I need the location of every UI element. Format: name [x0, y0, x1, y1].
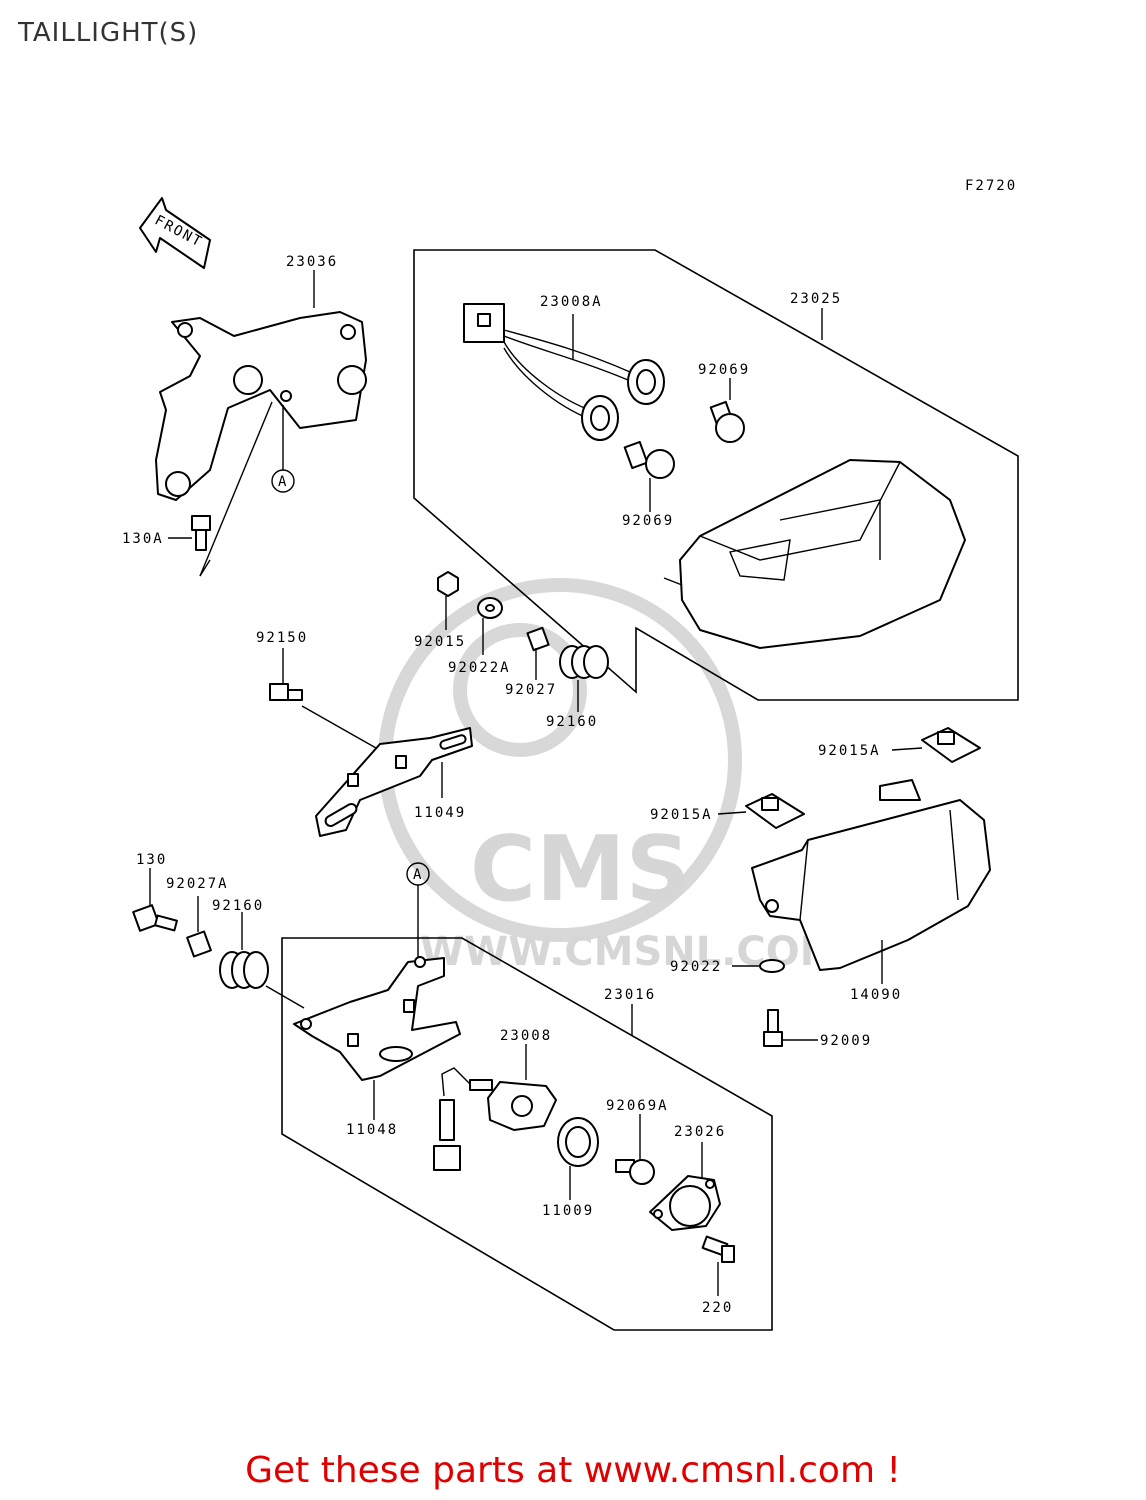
taillight-lens-23025 [663, 459, 966, 649]
figure-code: F2720 [965, 178, 1017, 194]
label-23026: 23026 [674, 1124, 726, 1140]
bracket-11049 [315, 727, 473, 837]
parts-diagram: CMS WWW.CMSNL.COM F2720 FRONT 23036 A 13… [122, 178, 1019, 1331]
label-92160-bottom: 92160 [212, 898, 264, 914]
label-14090: 14090 [850, 987, 902, 1003]
grommet-92160-bottom [219, 951, 269, 989]
label-23016: 23016 [604, 987, 656, 1003]
label-11009: 11009 [542, 1203, 594, 1219]
bolt-92150 [269, 683, 303, 701]
label-92069-top: 92069 [698, 362, 750, 378]
license-light-assembly-box [281, 937, 773, 1331]
bracket-23036 [155, 311, 367, 501]
promo-banner[interactable]: Get these parts at www.cmsnl.com ! [245, 1450, 901, 1491]
gasket-11009 [557, 1117, 599, 1167]
bulb-92069-top [709, 400, 745, 443]
grommet-92160-top [559, 645, 609, 679]
bulb-92069a [615, 1159, 655, 1185]
label-23036: 23036 [286, 254, 338, 270]
label-220: 220 [702, 1300, 733, 1316]
nut-92015 [437, 571, 459, 597]
label-23008: 23008 [500, 1028, 552, 1044]
label-23008a: 23008A [540, 294, 603, 310]
label-92027a: 92027A [166, 876, 229, 892]
taillight-assembly-box [413, 249, 1019, 701]
washer-92022 [759, 959, 785, 973]
label-92022: 92022 [670, 959, 722, 975]
collar-92027 [526, 626, 550, 652]
bolt-130a [191, 515, 211, 551]
ref-marker-top-label: A [278, 474, 288, 490]
label-23025: 23025 [790, 291, 842, 307]
label-92015a-right: 92015A [818, 743, 881, 759]
screw-92009 [763, 1009, 783, 1047]
bolt-130 [132, 904, 178, 932]
label-92015a-mid: 92015A [650, 807, 713, 823]
label-92069-bottom: 92069 [622, 513, 674, 529]
page-title: TAILLIGHT(S) [18, 18, 199, 48]
label-92069a: 92069A [606, 1098, 669, 1114]
cover-14090 [751, 779, 991, 971]
label-11049: 11049 [414, 805, 466, 821]
bulb-92069-bottom [623, 440, 675, 479]
lens-23026 [649, 1175, 721, 1231]
label-92015: 92015 [414, 634, 466, 650]
wiring-harness-23008a [463, 303, 665, 441]
label-11048: 11048 [346, 1122, 398, 1138]
watermark-logo-text: CMS [470, 817, 690, 922]
label-92022a: 92022A [448, 660, 511, 676]
label-92027: 92027 [505, 682, 557, 698]
clip-92015a-mid [745, 793, 805, 829]
label-92160-top: 92160 [546, 714, 598, 730]
bracket-11048 [293, 956, 461, 1081]
label-92150: 92150 [256, 630, 308, 646]
label-92009: 92009 [820, 1033, 872, 1049]
screw-220 [701, 1235, 735, 1263]
clip-92015a-right [921, 727, 981, 763]
label-130: 130 [136, 852, 167, 868]
front-arrow-icon: FRONT [139, 197, 211, 269]
label-130a: 130A [122, 531, 164, 547]
socket-23008 [433, 1067, 557, 1171]
collar-92027a [186, 930, 212, 958]
ref-marker-bottom-label: A [413, 867, 423, 883]
